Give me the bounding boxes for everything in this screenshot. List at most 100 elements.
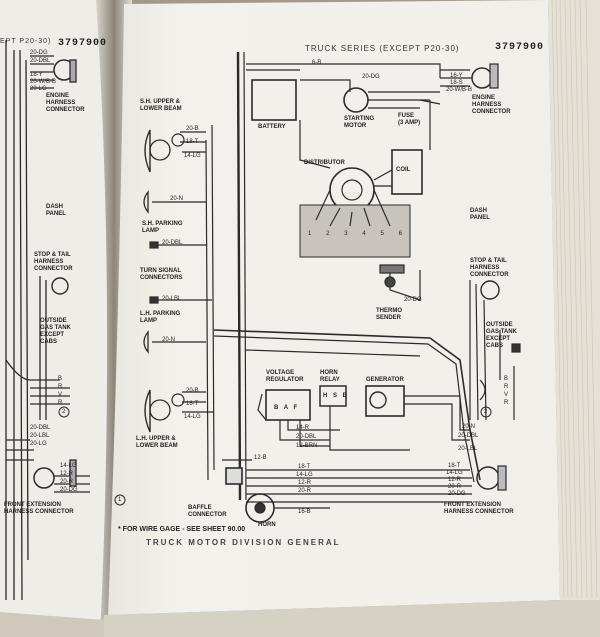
wire-label-b-right: B xyxy=(504,376,509,382)
wire-label-20dbl-right: 20-DBL xyxy=(458,433,479,439)
page-header-title: TRUCK SERIES (EXCEPT P20-30) xyxy=(305,44,460,53)
bottom-strip-text: TRUCK MOTOR DIVISION GENERAL xyxy=(146,538,341,547)
label-horn-relay: HORN RELAY xyxy=(320,370,340,383)
distributor-terminal-5: 5 xyxy=(380,231,384,237)
page-header-number: 3797900 xyxy=(495,42,545,53)
distributor-terminal-6: 6 xyxy=(398,231,402,237)
distributor-terminal-3: 3 xyxy=(344,231,348,237)
marker-circle-2-left: 2 xyxy=(62,409,66,415)
wire-label-14lg-bottom: 14-LG xyxy=(296,472,313,478)
wire-label-20dbl-reg: 20-DBL xyxy=(296,434,317,440)
wire-label-20b-upper: 20-B xyxy=(186,126,199,132)
left-label-dash-panel: DASH PANEL xyxy=(46,204,66,217)
label-sh-parking-lamp: S.H. PARKING LAMP xyxy=(142,221,183,234)
wire-label-14r: 14-R xyxy=(296,425,310,431)
left-wire-12r: 12-R xyxy=(60,471,74,477)
wire-label-20lbl-right: 20-LBL xyxy=(458,446,478,452)
wire-label-12r-right: 12-R xyxy=(448,477,462,483)
label-dash-panel: DASH PANEL xyxy=(470,208,490,221)
label-engine-harness-connector: ENGINE HARNESS CONNECTOR xyxy=(472,95,511,115)
wire-label-18t-right: 18-T xyxy=(448,463,461,469)
left-wire-18y: 18-Y xyxy=(30,72,43,78)
left-label-engine-harness: ENGINE HARNESS CONNECTOR xyxy=(46,93,85,113)
label-fuse: FUSE (3 AMP) xyxy=(398,113,421,126)
wire-label-14lg-lower: 14-LG xyxy=(184,414,201,420)
label-coil: COIL xyxy=(396,167,411,173)
right-page xyxy=(108,0,560,615)
left-wire-20dg2: 20-DG xyxy=(60,487,78,493)
wire-label-r-right: R xyxy=(504,384,509,390)
left-wire-20dbl: 20-DBL xyxy=(30,58,51,64)
wire-label-20wb: 20-W/B-B xyxy=(446,87,473,93)
wire-label-20n-park: 20-N xyxy=(170,196,184,202)
left-wire-20wb: 20-W/B-B xyxy=(30,79,57,85)
left-wire-r2: R xyxy=(58,400,63,406)
wire-label-20dg-thermo: 20-DG xyxy=(404,297,422,303)
wire-label-20dg-right: 20-DG xyxy=(448,491,466,497)
label-generator: GENERATOR xyxy=(366,377,404,383)
label-lh-parking-lamp: L.H. PARKING LAMP xyxy=(140,311,181,324)
left-wire-r: R xyxy=(58,384,63,390)
wire-label-v-right: V xyxy=(504,392,509,398)
left-page-header-title: EPT P20-30) xyxy=(0,38,52,45)
wire-label-14lg-upper: 14-LG xyxy=(184,153,201,159)
left-wire-20lg: 20-LG xyxy=(30,86,47,92)
wire-label-20lbl-turn: 20-LBL xyxy=(162,296,182,302)
label-lh-upper-lower-beam: L.H. UPPER & LOWER BEAM xyxy=(136,436,178,449)
distributor-terminals: 1 2 3 4 5 6 xyxy=(308,231,402,238)
wire-label-18t-bottom: 18-T xyxy=(298,464,311,470)
left-wire-14lg: 14-LG xyxy=(60,463,77,469)
wire-label-12brn: 12-BRN xyxy=(296,443,318,449)
left-label-stop-tail: STOP & TAIL HARNESS CONNECTOR xyxy=(34,252,73,272)
left-page-header-number: 3797900 xyxy=(58,38,108,49)
distributor-terminal-1: 1 xyxy=(308,231,312,237)
left-label-front-extension: FRONT EXTENSION HARNESS CONNECTOR xyxy=(4,502,74,515)
marker-circle-1: 1 xyxy=(118,497,122,503)
wire-label-20dg-top: 20-DG xyxy=(362,74,380,80)
wire-label-18t-lower: 18-T xyxy=(186,401,199,407)
left-wire-20r: 20-R xyxy=(60,479,74,485)
wire-label-12r: 12-R xyxy=(298,480,312,486)
label-horn: HORN xyxy=(258,522,276,528)
wire-label-20r: 20-R xyxy=(298,488,312,494)
label-distributor: DISTRIBUTOR xyxy=(304,160,345,166)
label-baffle-connector: BAFFLE CONNECTOR xyxy=(188,505,227,518)
label-turn-signal-connectors: TURN SIGNAL CONNECTORS xyxy=(140,268,183,281)
label-regulator-terminals: B A F xyxy=(274,405,300,411)
left-wire-20lg2: 20-LG xyxy=(30,441,47,447)
wire-label-20dbl-turn: 20-DBL xyxy=(162,240,183,246)
label-relay-terminals: H S B xyxy=(323,393,350,399)
distributor-terminal-4: 4 xyxy=(362,231,366,237)
wire-label-18t-upper: 18-T xyxy=(186,139,199,145)
label-front-extension-harness-connector: FRONT EXTENSION HARNESS CONNECTOR xyxy=(444,502,514,515)
wire-label-r2-right: R xyxy=(504,400,509,406)
wire-label-20b-lower: 20-B xyxy=(186,388,199,394)
wire-label-20n-right: 20-N xyxy=(462,424,476,430)
wire-label-20n-lh: 20-N xyxy=(162,337,176,343)
left-wire-v: V xyxy=(58,392,63,398)
label-voltage-regulator: VOLTAGE REGULATOR xyxy=(266,370,304,383)
wire-label-6b: 6-B xyxy=(312,60,322,66)
wire-label-16y: 16-Y xyxy=(450,73,463,79)
left-wire-20dg: 20-DG xyxy=(30,50,48,56)
left-wire-20lbl: 20-LBL xyxy=(30,433,50,439)
label-outside-gas-tank: OUTSIDE GAS TANK EXCEPT CABS xyxy=(486,322,517,349)
marker-circle-2-right: 2 xyxy=(484,409,488,415)
wire-label-14lg-right: 14-LG xyxy=(446,470,463,476)
label-sh-upper-lower-beam: S.H. UPPER & LOWER BEAM xyxy=(140,99,182,112)
label-battery: BATTERY xyxy=(258,124,286,130)
left-wire-20dbl2: 20-DBL xyxy=(30,425,51,431)
book-bottom-edge xyxy=(100,600,600,637)
wire-label-12b: 12-B xyxy=(254,455,267,461)
wire-label-20r-right: 20-R xyxy=(448,484,462,490)
footnote-wire-gage: * FOR WIRE GAGE - SEE SHEET 90.00 xyxy=(118,526,246,533)
label-starting-motor: STARTING MOTOR xyxy=(344,116,375,129)
label-thermo-sender: THERMO SENDER xyxy=(376,308,402,321)
left-wire-b: B xyxy=(58,376,63,382)
left-label-outside-gas: OUTSIDE GAS TANK EXCEPT CABS xyxy=(40,318,71,345)
distributor-terminal-2: 2 xyxy=(326,231,330,237)
wire-label-18s: 18-S xyxy=(450,80,463,86)
label-stop-tail-harness-connector: STOP & TAIL HARNESS CONNECTOR xyxy=(470,258,509,278)
